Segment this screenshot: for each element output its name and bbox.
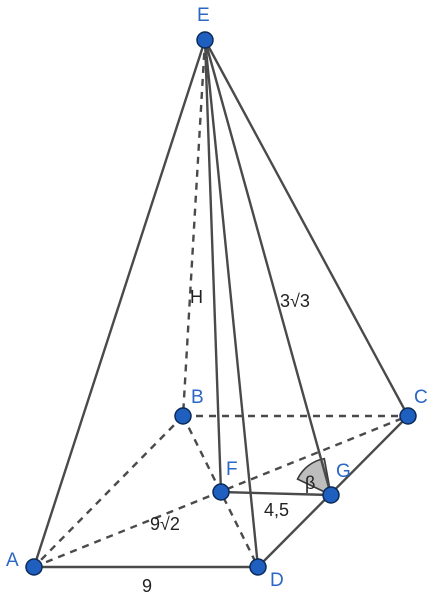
segment-EG bbox=[203, 38, 333, 497]
vertex-D-point bbox=[249, 558, 267, 576]
vertex-B-label: B bbox=[191, 387, 204, 408]
vertex-B-point bbox=[174, 407, 192, 425]
vertex-C-point bbox=[399, 407, 417, 425]
slant-edge-label: 3√3 bbox=[280, 291, 310, 311]
segment-FG bbox=[219, 490, 333, 497]
vertex-D-label: D bbox=[270, 570, 284, 591]
vertex-E-point bbox=[196, 31, 214, 49]
edge-EA bbox=[32, 38, 207, 569]
angle-beta-label: β bbox=[305, 473, 315, 493]
vertex-G-point bbox=[322, 486, 340, 504]
vertex-E-label: E bbox=[197, 5, 210, 26]
diagonal-label: 9√2 bbox=[150, 514, 180, 534]
edge-ED bbox=[203, 38, 260, 569]
vertex-A-label: A bbox=[6, 550, 19, 571]
base-side-label: 9 bbox=[142, 576, 152, 596]
vertex-A-point bbox=[25, 558, 43, 576]
vertex-C-label: C bbox=[414, 387, 428, 408]
vertex-F-label: F bbox=[226, 459, 238, 480]
segment-EF bbox=[203, 38, 223, 494]
fg-length-label: 4,5 bbox=[264, 500, 289, 520]
vertex-F-point bbox=[212, 483, 230, 501]
height-label: H bbox=[190, 287, 203, 307]
edge-EC bbox=[203, 38, 410, 418]
vertex-G-label: G bbox=[336, 461, 351, 482]
edge-EB-hidden bbox=[181, 39, 207, 417]
edge-BA-hidden bbox=[33, 415, 184, 568]
